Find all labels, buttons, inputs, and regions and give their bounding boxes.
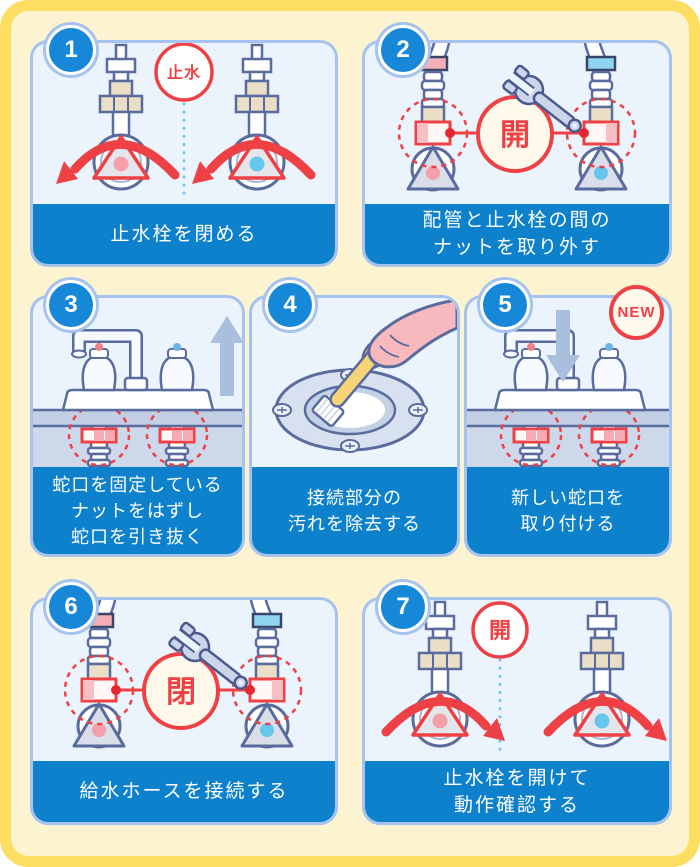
- highlight-dashed-circle: [397, 97, 469, 169]
- step-panel-7-body: 開 止水栓を開けて 動作確認する: [362, 597, 672, 825]
- step-panel-2-body: 開 配管と止水栓の間の ナットを取り外す: [362, 40, 672, 267]
- step-panel-1: 止水 止水栓を閉める 1: [30, 25, 338, 267]
- new-product-badge: NEW: [609, 285, 664, 340]
- step-caption: 止水栓を開けて 動作確認する: [365, 761, 669, 822]
- step-2-illustration: 開: [365, 43, 669, 204]
- remove-faucet-illustration: [33, 316, 242, 467]
- step-panel-3: 蛇口を固定している ナットをはずし 蛇口を引き抜く 3: [30, 280, 245, 557]
- clean-flange-illustration: [272, 298, 457, 453]
- step-number-badge: 6: [46, 582, 96, 632]
- step-panel-3-body: 蛇口を固定している ナットをはずし 蛇口を引き抜く: [30, 295, 245, 557]
- stop-water-label: 止水: [167, 63, 201, 82]
- step-7-illustration: 開: [365, 600, 669, 761]
- step-caption: 蛇口を固定している ナットをはずし 蛇口を引き抜く: [33, 467, 242, 554]
- highlight-dashed-circle: [231, 654, 303, 726]
- faucet-icon: [33, 336, 242, 467]
- open-label-circle: [476, 95, 554, 173]
- finger-lines: [379, 334, 410, 358]
- step-number-badge: 1: [46, 25, 96, 75]
- step-caption: 新しい蛇口を 取り付ける: [467, 467, 669, 554]
- open-label: 開: [500, 119, 530, 152]
- step-4-illustration: [252, 298, 457, 467]
- step-number-badge: 2: [378, 25, 428, 75]
- close-label-circle: [142, 652, 220, 730]
- step-panel-6-body: 閉 給水ホースを接続する: [30, 597, 338, 825]
- install-faucet-illustration: [467, 310, 669, 467]
- push-down-arrow-icon: [546, 310, 580, 382]
- step-caption: 給水ホースを接続する: [33, 761, 335, 822]
- step-number-badge: 3: [46, 280, 96, 330]
- step-panel-4: 接続部分の 汚れを除去する 4: [249, 280, 460, 557]
- stop-valve-cold-icon: [228, 43, 286, 191]
- step-panel-6: 閉 給水ホースを接続する 6: [30, 582, 338, 825]
- step-6-illustration: 閉: [33, 600, 335, 761]
- highlight-dashed-circle: [565, 97, 637, 169]
- step-3-illustration: [33, 298, 242, 467]
- stop-water-label-circle: [154, 43, 214, 102]
- stop-valve-hot-icon: [92, 43, 150, 191]
- step-panel-2: 開 配管と止水栓の間の ナットを取り外す 2: [362, 25, 672, 267]
- stop-valves-close-illustration: 止水: [33, 43, 335, 201]
- step-panel-1-body: 止水 止水栓を閉める: [30, 40, 338, 267]
- close-label: 閉: [166, 676, 196, 709]
- pull-up-arrow-icon: [210, 316, 242, 396]
- stop-valve-cold-icon: [573, 600, 631, 748]
- step-caption: 止水栓を閉める: [33, 204, 335, 264]
- step-number-badge: 5: [480, 280, 530, 330]
- hand-icon: [367, 298, 457, 369]
- highlight-dashed-circle: [63, 654, 135, 726]
- stop-valves-open-illustration: 開: [365, 600, 669, 758]
- open-label: 開: [489, 618, 511, 643]
- connect-hose-illustration: 閉: [63, 600, 303, 761]
- step-caption: 接続部分の 汚れを除去する: [252, 467, 457, 554]
- remove-nut-illustration: 開: [397, 43, 637, 204]
- step-5-illustration: [467, 298, 669, 467]
- step-1-illustration: 止水: [33, 43, 335, 204]
- step-panel-4-body: 接続部分の 汚れを除去する: [249, 295, 460, 557]
- step-caption: 配管と止水栓の間の ナットを取り外す: [365, 204, 669, 264]
- open-label-circle: [471, 601, 529, 659]
- step-number-badge: 7: [378, 582, 428, 632]
- step-panel-5: 新しい蛇口を 取り付ける 5 NEW: [464, 280, 672, 557]
- step-number-badge: 4: [265, 280, 315, 330]
- step-panel-7: 開 止水栓を開けて 動作確認する 7: [362, 582, 672, 825]
